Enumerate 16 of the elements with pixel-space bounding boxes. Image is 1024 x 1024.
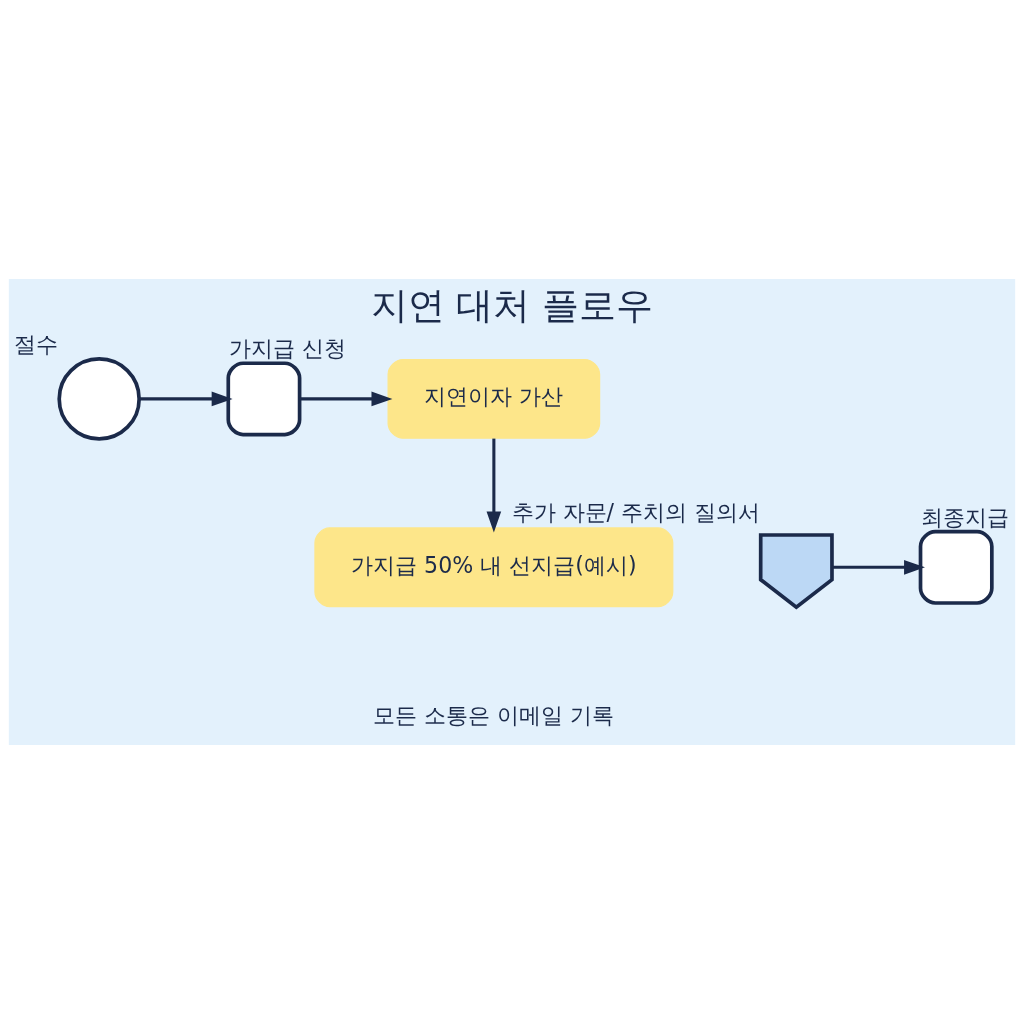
node-shield xyxy=(758,533,834,610)
node-label: 가지급 신청 xyxy=(228,335,346,362)
arrow xyxy=(299,391,393,407)
arrow xyxy=(139,391,233,407)
arrow xyxy=(832,560,925,575)
arrow xyxy=(486,438,502,533)
node-label: 절수 xyxy=(14,331,59,358)
node-box xyxy=(226,361,302,437)
node-label: 최종지급 xyxy=(921,503,1010,530)
node-box xyxy=(918,529,994,605)
node-label: 추가 자문/ 주치의 질의서 xyxy=(511,499,761,526)
node-box: 가지급 50% 내 선지급(예시) xyxy=(314,527,674,608)
node-circle xyxy=(57,357,141,441)
node-box: 지연이자 가산 xyxy=(387,358,601,439)
label: 모든 소통은 이메일 기록 xyxy=(373,702,615,729)
diagram-title: 지연 대처 플로우 xyxy=(370,284,654,328)
